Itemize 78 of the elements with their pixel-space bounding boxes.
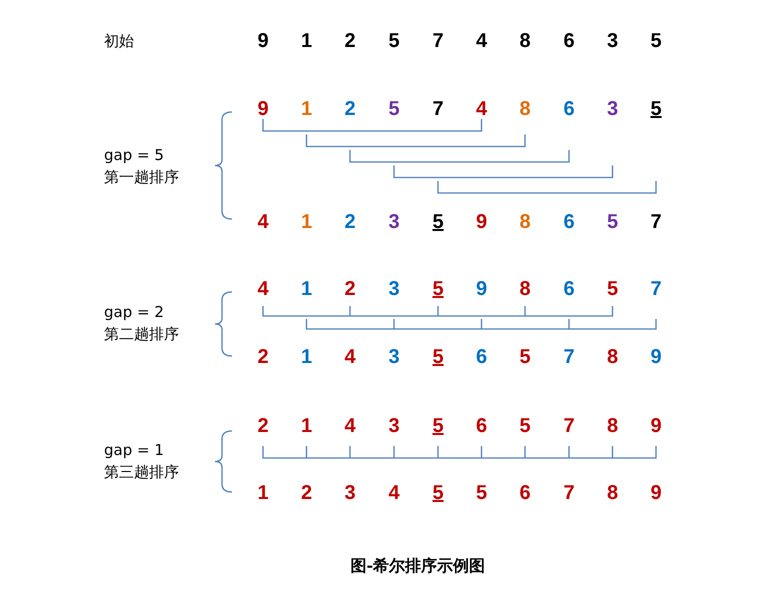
array-value: 4 (476, 30, 488, 52)
array-value: 3 (388, 210, 400, 234)
array-value: 5 (388, 30, 400, 52)
array-value: 5 (607, 278, 618, 300)
array-value: 5 (650, 98, 662, 120)
array-value: 9 (650, 414, 662, 438)
array-value: 5 (432, 278, 444, 300)
array-value: 5 (432, 414, 444, 438)
array-value: 7 (564, 482, 575, 504)
array-value: 5 (520, 414, 531, 438)
array-value: 9 (650, 482, 662, 504)
array-value: 2 (344, 210, 356, 234)
array-value: 3 (388, 346, 400, 368)
array-value: 5 (432, 210, 444, 234)
array-value: 8 (520, 98, 531, 120)
array-value: 3 (344, 482, 356, 504)
array-value: 6 (564, 278, 575, 300)
pass-label: 第三趟排序 (104, 464, 179, 481)
array-value: 9 (476, 210, 488, 234)
array-value: 1 (301, 414, 312, 438)
array-value: 6 (476, 346, 488, 368)
array-value: 4 (476, 98, 488, 120)
array-value: 2 (344, 30, 356, 52)
array-value: 7 (432, 98, 444, 120)
array-value: 1 (258, 482, 269, 504)
array-value: 2 (258, 346, 269, 368)
array-value: 4 (258, 210, 269, 234)
array-value: 7 (650, 210, 662, 234)
array-value: 5 (520, 346, 531, 368)
array-value: 4 (258, 278, 269, 300)
array-value: 7 (564, 414, 575, 438)
array-value: 7 (432, 30, 444, 52)
array-value: 3 (388, 414, 400, 438)
array-value: 1 (301, 346, 312, 368)
array-value: 5 (432, 346, 444, 368)
array-value: 8 (520, 210, 531, 234)
array-value: 7 (564, 346, 575, 368)
array-value: 1 (301, 98, 312, 120)
array-value: 3 (607, 98, 618, 120)
array-value: 8 (607, 346, 618, 368)
array-value: 2 (258, 414, 269, 438)
gap-label: gap = 2 (104, 304, 164, 321)
array-value: 9 (650, 346, 662, 368)
array-value: 4 (344, 414, 356, 438)
array-value: 1 (301, 210, 312, 234)
array-value: 3 (607, 30, 618, 52)
array-value: 2 (301, 482, 312, 504)
array-value: 5 (388, 98, 400, 120)
array-value: 6 (564, 98, 575, 120)
array-value: 6 (564, 210, 575, 234)
array-value: 8 (520, 278, 531, 300)
array-value: 4 (388, 482, 400, 504)
gap-label: gap = 5 (104, 146, 164, 164)
array-value: 4 (344, 346, 356, 368)
array-value: 6 (476, 414, 488, 438)
array-value: 1 (301, 278, 312, 300)
pass-label: 第二趟排序 (104, 326, 179, 343)
array-value: 2 (344, 98, 356, 120)
gap-label: gap = 1 (104, 442, 164, 459)
array-value: 9 (476, 278, 488, 300)
row-label: 初始 (104, 32, 134, 50)
array-value: 9 (258, 98, 269, 120)
array-value: 5 (650, 30, 662, 52)
array-value: 5 (476, 482, 488, 504)
array-value: 1 (301, 30, 312, 52)
array-value: 5 (607, 210, 618, 234)
array-value: 7 (650, 278, 662, 300)
array-value: 8 (520, 30, 531, 52)
figure-caption: 图-希尔排序示例图 (350, 557, 486, 576)
array-value: 6 (564, 30, 575, 52)
pass-label: 第一趟排序 (104, 168, 179, 186)
array-value: 9 (258, 30, 269, 52)
array-value: 2 (344, 278, 356, 300)
array-value: 5 (432, 482, 444, 504)
array-value: 6 (520, 482, 531, 504)
array-value: 3 (388, 278, 400, 300)
array-value: 8 (607, 414, 618, 438)
array-value: 8 (607, 482, 618, 504)
